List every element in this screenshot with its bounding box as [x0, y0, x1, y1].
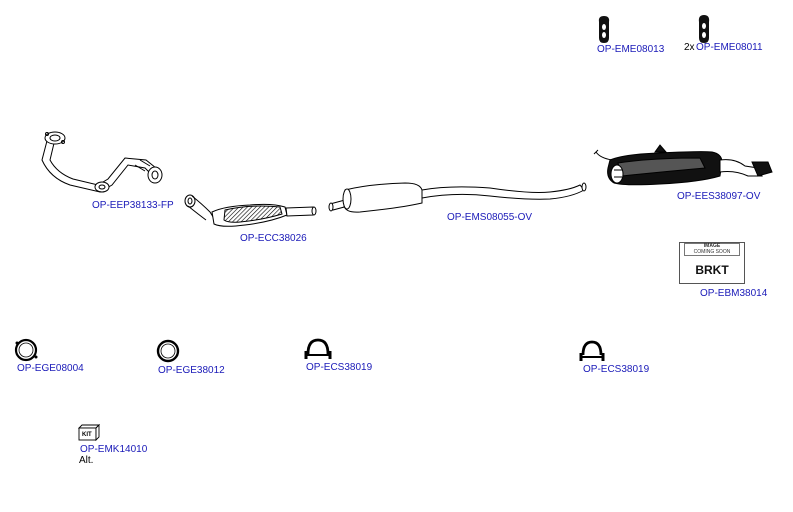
front-pipe-drawing[interactable] — [41, 131, 163, 193]
kit-box-icon — [77, 423, 101, 442]
rear-silencer-drawing[interactable] — [593, 144, 773, 186]
bracket-image-placeholder[interactable]: IMAGE COMING SOON BRKT — [679, 242, 745, 284]
part-link-mounting-kit[interactable]: OP-EMK14010 — [80, 444, 148, 455]
rubber-hanger-1-drawing[interactable] — [598, 16, 610, 43]
middle-silencer-drawing[interactable] — [328, 182, 587, 213]
quantity-label: 2x — [684, 42, 695, 53]
part-link-gasket-2[interactable]: OP-EGE38012 — [158, 365, 225, 376]
part-link-clamp-2[interactable]: OP-ECS38019 — [583, 364, 650, 375]
part-link-middle-silencer[interactable]: OP-EMS08055-OV — [447, 212, 533, 223]
part-link-gasket-1[interactable]: OP-EGE08004 — [17, 363, 84, 374]
clamp-2-drawing[interactable] — [579, 340, 605, 361]
placeholder-text: BRKT — [695, 263, 729, 277]
placeholder-header-line1: IMAGE — [703, 243, 721, 249]
kit-icon-label: KIT — [82, 432, 92, 438]
part-link-clamp-1[interactable]: OP-ECS38019 — [306, 362, 373, 373]
part-link-bracket[interactable]: OP-EBM38014 — [700, 288, 768, 299]
part-link-hanger-2[interactable]: OP-EME08011 — [696, 42, 763, 53]
placeholder-header-line2: COMING SOON — [693, 248, 731, 255]
alternative-note: Alt. — [79, 455, 94, 466]
part-link-catalyst[interactable]: OP-ECC38026 — [240, 233, 307, 244]
part-link-front-pipe[interactable]: OP-EEP38133-FP — [92, 200, 174, 211]
gasket-1-drawing[interactable] — [14, 338, 38, 362]
catalytic-converter-drawing[interactable] — [184, 194, 317, 227]
part-link-rear-silencer[interactable]: OP-EES38097-OV — [677, 191, 761, 202]
gasket-2-drawing[interactable] — [156, 339, 180, 363]
image-coming-soon-header: IMAGE COMING SOON — [684, 243, 740, 256]
part-link-hanger-1[interactable]: OP-EME08013 — [597, 44, 665, 55]
clamp-1-drawing[interactable] — [304, 338, 332, 359]
rubber-hanger-2-drawing[interactable] — [698, 15, 710, 43]
